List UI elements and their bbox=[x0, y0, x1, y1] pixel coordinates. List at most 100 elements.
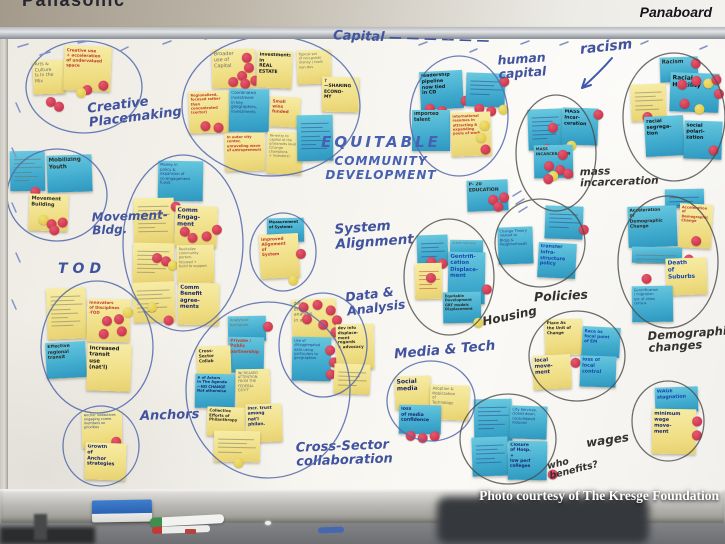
sticky-note-text: # of Actors in The Agenda —NO CHANGE Not… bbox=[196, 375, 228, 394]
red-vote-dot bbox=[241, 52, 252, 63]
sticky-note: data driven analysis in ac— bbox=[291, 298, 343, 340]
red-vote-dot bbox=[692, 416, 703, 427]
illegible-handwriting bbox=[336, 365, 369, 386]
scribble-line bbox=[420, 250, 446, 253]
scribble-line bbox=[475, 452, 505, 456]
sticky-note: racial segrega- tion bbox=[643, 115, 686, 157]
sticky-note-text: Investments in REAL ESTATE bbox=[258, 52, 291, 75]
red-vote-dot bbox=[295, 248, 307, 260]
scribble-line bbox=[137, 250, 170, 253]
scribble-line bbox=[549, 213, 579, 216]
sticky-note-text: Social media bbox=[396, 377, 418, 393]
red-vote-dot bbox=[543, 160, 555, 172]
tray-bracket bbox=[34, 514, 47, 540]
sticky-note: # of Actors in The Agenda —NO CHANGE Not… bbox=[194, 373, 236, 409]
sticky-note-text: Change Theory related to Bldgs & Neighbo… bbox=[499, 228, 528, 247]
illegible-handwriting bbox=[216, 433, 258, 453]
sticky-note-text: Small wins funded bbox=[271, 98, 289, 115]
cluster-label: mass incarceration bbox=[579, 165, 659, 190]
sticky-note bbox=[544, 205, 589, 240]
cluster-label: Cross-Sector collaboration bbox=[295, 437, 394, 470]
scribble-line bbox=[300, 127, 323, 129]
sticky-note: Broader use of Capital bbox=[211, 48, 261, 89]
sticky-note: ? —SHARING ECONO- MY bbox=[321, 76, 360, 113]
scribble-line bbox=[51, 316, 69, 319]
red-vote-dot bbox=[163, 315, 174, 326]
red-vote-dot bbox=[429, 431, 440, 442]
scribble-line bbox=[477, 406, 508, 409]
cluster-label: Creative Placemaking bbox=[86, 94, 183, 131]
scribble-line bbox=[136, 271, 155, 274]
sticky-note-text: INCREASED ATTENTION FROM THE FEDERAL GOV… bbox=[237, 370, 259, 393]
scribble-line bbox=[475, 444, 504, 447]
scribble-line bbox=[476, 461, 502, 464]
scribble-line bbox=[50, 303, 83, 307]
background-dark-shape bbox=[0, 527, 95, 544]
scribble-line bbox=[338, 371, 366, 374]
scribble-line bbox=[470, 80, 501, 83]
scribble-line bbox=[217, 438, 255, 441]
sticky-note: Effective regional transit bbox=[45, 340, 87, 380]
scribble-line bbox=[136, 263, 159, 265]
sticky-note-text: Improved Alignment of System bbox=[260, 235, 286, 258]
scribble-line bbox=[14, 179, 30, 182]
board-title: EQUITABLE COMMUNITY DEVELOPMENT bbox=[288, 133, 474, 182]
scribble-line bbox=[668, 196, 700, 199]
scribble-line bbox=[337, 375, 360, 378]
scribble-line bbox=[136, 293, 163, 296]
scribble-line bbox=[136, 267, 166, 270]
board-top-frame: Panasonic Panaboard bbox=[0, 0, 725, 27]
scribble-line bbox=[13, 171, 33, 173]
red-vote-dot bbox=[481, 284, 492, 295]
sticky-note: Acceleration of Demographic Change bbox=[627, 205, 678, 248]
sticky-note bbox=[414, 262, 443, 300]
scribble-line bbox=[337, 384, 357, 386]
sticky-note-text: Growth of Anchor strategies bbox=[86, 444, 115, 468]
scribble-line bbox=[469, 88, 502, 92]
sticky-note-text: minimum wage move- ment bbox=[653, 410, 681, 435]
red-vote-dot bbox=[493, 201, 504, 212]
panaboard-logo: Panaboard bbox=[639, 4, 712, 20]
yellow-vote-dot bbox=[694, 104, 705, 115]
sticky-note-text: Private / Public partnership bbox=[230, 338, 260, 355]
sticky-note-text: dev info displace- ment regards + advoca… bbox=[337, 325, 364, 350]
illegible-handwriting bbox=[547, 207, 582, 228]
illegible-handwriting bbox=[48, 289, 84, 328]
cluster-label: Movement- Bldg. bbox=[91, 207, 169, 238]
sticky-note-text: Revitalize community person- focused + b… bbox=[178, 246, 207, 269]
sticky-note: Place As the Unit of Change bbox=[544, 318, 583, 356]
photo-caption: Photo courtesy of The Kresge Foundation bbox=[479, 488, 719, 503]
yellow-vote-dot bbox=[233, 457, 244, 469]
sticky-note-text: ? —SHARING ECONO- MY bbox=[323, 78, 352, 100]
sticky-note: P- 20 EDUCATION bbox=[466, 179, 510, 212]
cluster-label: Data & Analysis bbox=[344, 283, 407, 318]
scribble-line bbox=[531, 116, 559, 119]
sticky-note: Use of disaggregated data using particul… bbox=[291, 336, 340, 382]
sticky-note: MASS INCARCERATION bbox=[533, 144, 574, 185]
scribble-line bbox=[548, 226, 569, 228]
sticky-note-text: Death of Suburbs bbox=[667, 259, 696, 281]
sticky-note: Coordinated investment in key geographie… bbox=[228, 88, 270, 133]
scribble-line bbox=[50, 312, 79, 315]
scribble-line bbox=[217, 447, 256, 449]
scribble-line bbox=[477, 419, 498, 422]
red-vote-dot bbox=[417, 432, 428, 444]
scribble-line bbox=[50, 299, 75, 302]
sticky-note-text: racial segrega- tion bbox=[646, 118, 672, 137]
scribble-line bbox=[475, 457, 495, 460]
sticky-note: Racial Hostility bbox=[669, 72, 725, 115]
scribble-line bbox=[136, 289, 170, 292]
sticky-note: Growth of Anchor strategies bbox=[84, 442, 127, 481]
sticky-note: transfer Infra- structure policy bbox=[537, 242, 577, 279]
yellow-vote-dot bbox=[75, 87, 87, 98]
red-vote-dot bbox=[578, 224, 589, 235]
sticky-note: MASS Incar- ceration bbox=[561, 107, 604, 151]
board-eraser bbox=[91, 499, 153, 523]
sticky-note-text: Race as focal point of EM bbox=[583, 328, 610, 344]
sticky-note: loss of local control bbox=[579, 355, 617, 388]
yellow-vote-dot bbox=[498, 104, 509, 115]
sticky-note: City Services, closed down, consolidated… bbox=[509, 405, 548, 440]
red-vote-dot bbox=[240, 78, 251, 89]
illegible-handwriting bbox=[632, 85, 664, 111]
